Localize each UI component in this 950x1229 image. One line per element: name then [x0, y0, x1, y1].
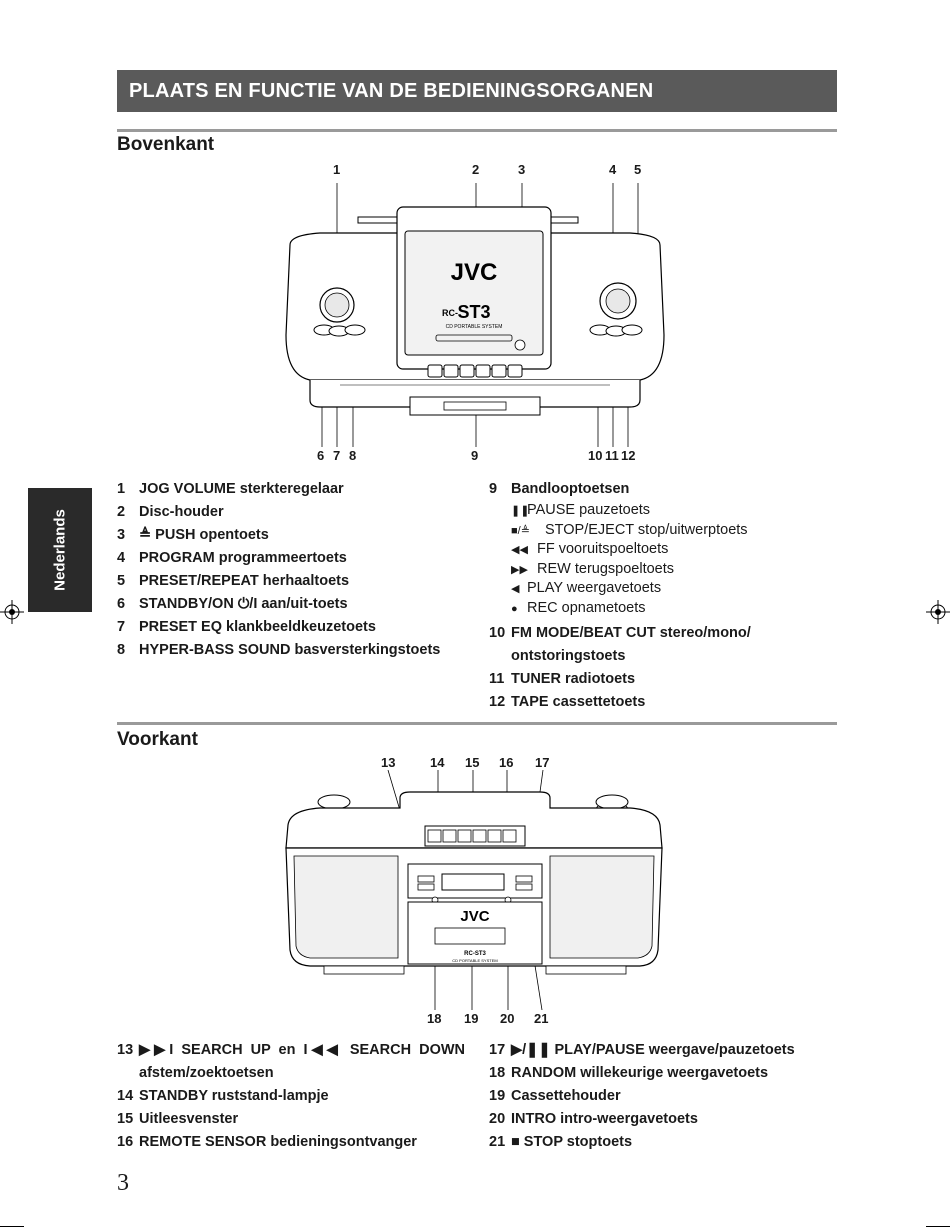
registration-mark-right-icon [926, 600, 950, 624]
pause-icon: ❚❚ [511, 505, 530, 517]
device-brand: JVC [451, 259, 498, 286]
sub-item: ■/≜STOP/EJECT stop/uitwerptoets [489, 521, 809, 541]
section-heading-top: Bovenkant [117, 134, 215, 155]
sub-item: ❚❚PAUSE pauzetoets [489, 501, 809, 521]
sub-item: ◀PLAY weergavetoets [489, 579, 809, 599]
front-device-subtitle: CD PORTABLE SYSTEM [452, 958, 497, 963]
record-icon: ● [511, 602, 518, 615]
list-item: 17▶/❚❚ PLAY/PAUSE weergave/pauzetoets [489, 1042, 795, 1058]
device-subtitle: CD PORTABLE SYSTEM [446, 324, 503, 330]
device-model-prefix: RC- [442, 308, 458, 318]
callout-14: 14 [430, 755, 445, 770]
callout-4: 4 [609, 162, 617, 177]
sub-item: ▶▶REW terugspoeltoets [489, 560, 809, 580]
registration-mark-left-icon [0, 600, 24, 624]
crop-mark [0, 1226, 24, 1227]
front-left-list: 13▶▶I SEARCH UP en I◀◀ SEARCH DOWN afste… [117, 1039, 465, 1154]
callout-9: 9 [471, 448, 479, 463]
callout-7: 7 [333, 448, 341, 463]
rewind-icon: ▶▶ [511, 563, 528, 576]
device-model: ST3 [457, 302, 490, 322]
list-item: 13▶▶I SEARCH UP en I◀◀ SEARCH DOWN afste… [117, 1042, 465, 1081]
crop-mark [926, 1226, 950, 1227]
language-tab-label: Nederlands [51, 509, 69, 591]
front-device-brand: JVC [460, 908, 489, 925]
front-right-list: 17▶/❚❚ PLAY/PAUSE weergave/pauzetoets 18… [489, 1039, 829, 1154]
front-device-model: RC-ST3 [464, 951, 486, 957]
callout-10: 10 [588, 448, 603, 463]
list-item: 3≜ PUSH opentoets [117, 527, 269, 543]
section-rule-top [117, 129, 837, 132]
callout-12: 12 [621, 448, 636, 463]
callout-15: 15 [465, 755, 480, 770]
callout-20: 20 [500, 1011, 515, 1026]
list-item: 21■ STOP stoptoets [489, 1134, 633, 1150]
callout-5: 5 [634, 162, 642, 177]
callout-11: 11 [605, 448, 619, 463]
callout-13: 13 [381, 755, 396, 770]
top-view-illustration: JVC RC- ST3 CD PORTABLE SYSTEM [285, 183, 665, 447]
page-number: 3 [117, 1170, 129, 1196]
section-rule-front [117, 722, 837, 725]
stop-eject-icon: ■/≜ [511, 524, 530, 537]
page-title: PLAATS EN FUNCTIE VAN DE BEDIENINGSORGAN… [117, 70, 837, 112]
callout-6: 6 [317, 448, 325, 463]
callout-16: 16 [499, 755, 514, 770]
fast-forward-icon: ◀◀ [511, 544, 528, 556]
sub-item: ●REC opnametoets [489, 599, 809, 619]
section-heading-front: Voorkant [117, 729, 198, 750]
language-tab: Nederlands [28, 488, 92, 612]
callout-1: 1 [333, 162, 341, 177]
play-icon: ◀ [511, 583, 520, 595]
sub-item: ◀◀FF vooruitspoeltoets [489, 540, 809, 560]
callout-19: 19 [464, 1011, 479, 1026]
callout-21: 21 [534, 1011, 549, 1026]
callout-18: 18 [427, 1011, 442, 1026]
callout-17: 17 [535, 755, 550, 770]
callout-3: 3 [518, 162, 526, 177]
callout-8: 8 [349, 448, 357, 463]
callout-2: 2 [472, 162, 480, 177]
front-view-illustration: JVC RC-ST3 CD PORTABLE SYSTEM [285, 770, 663, 1010]
